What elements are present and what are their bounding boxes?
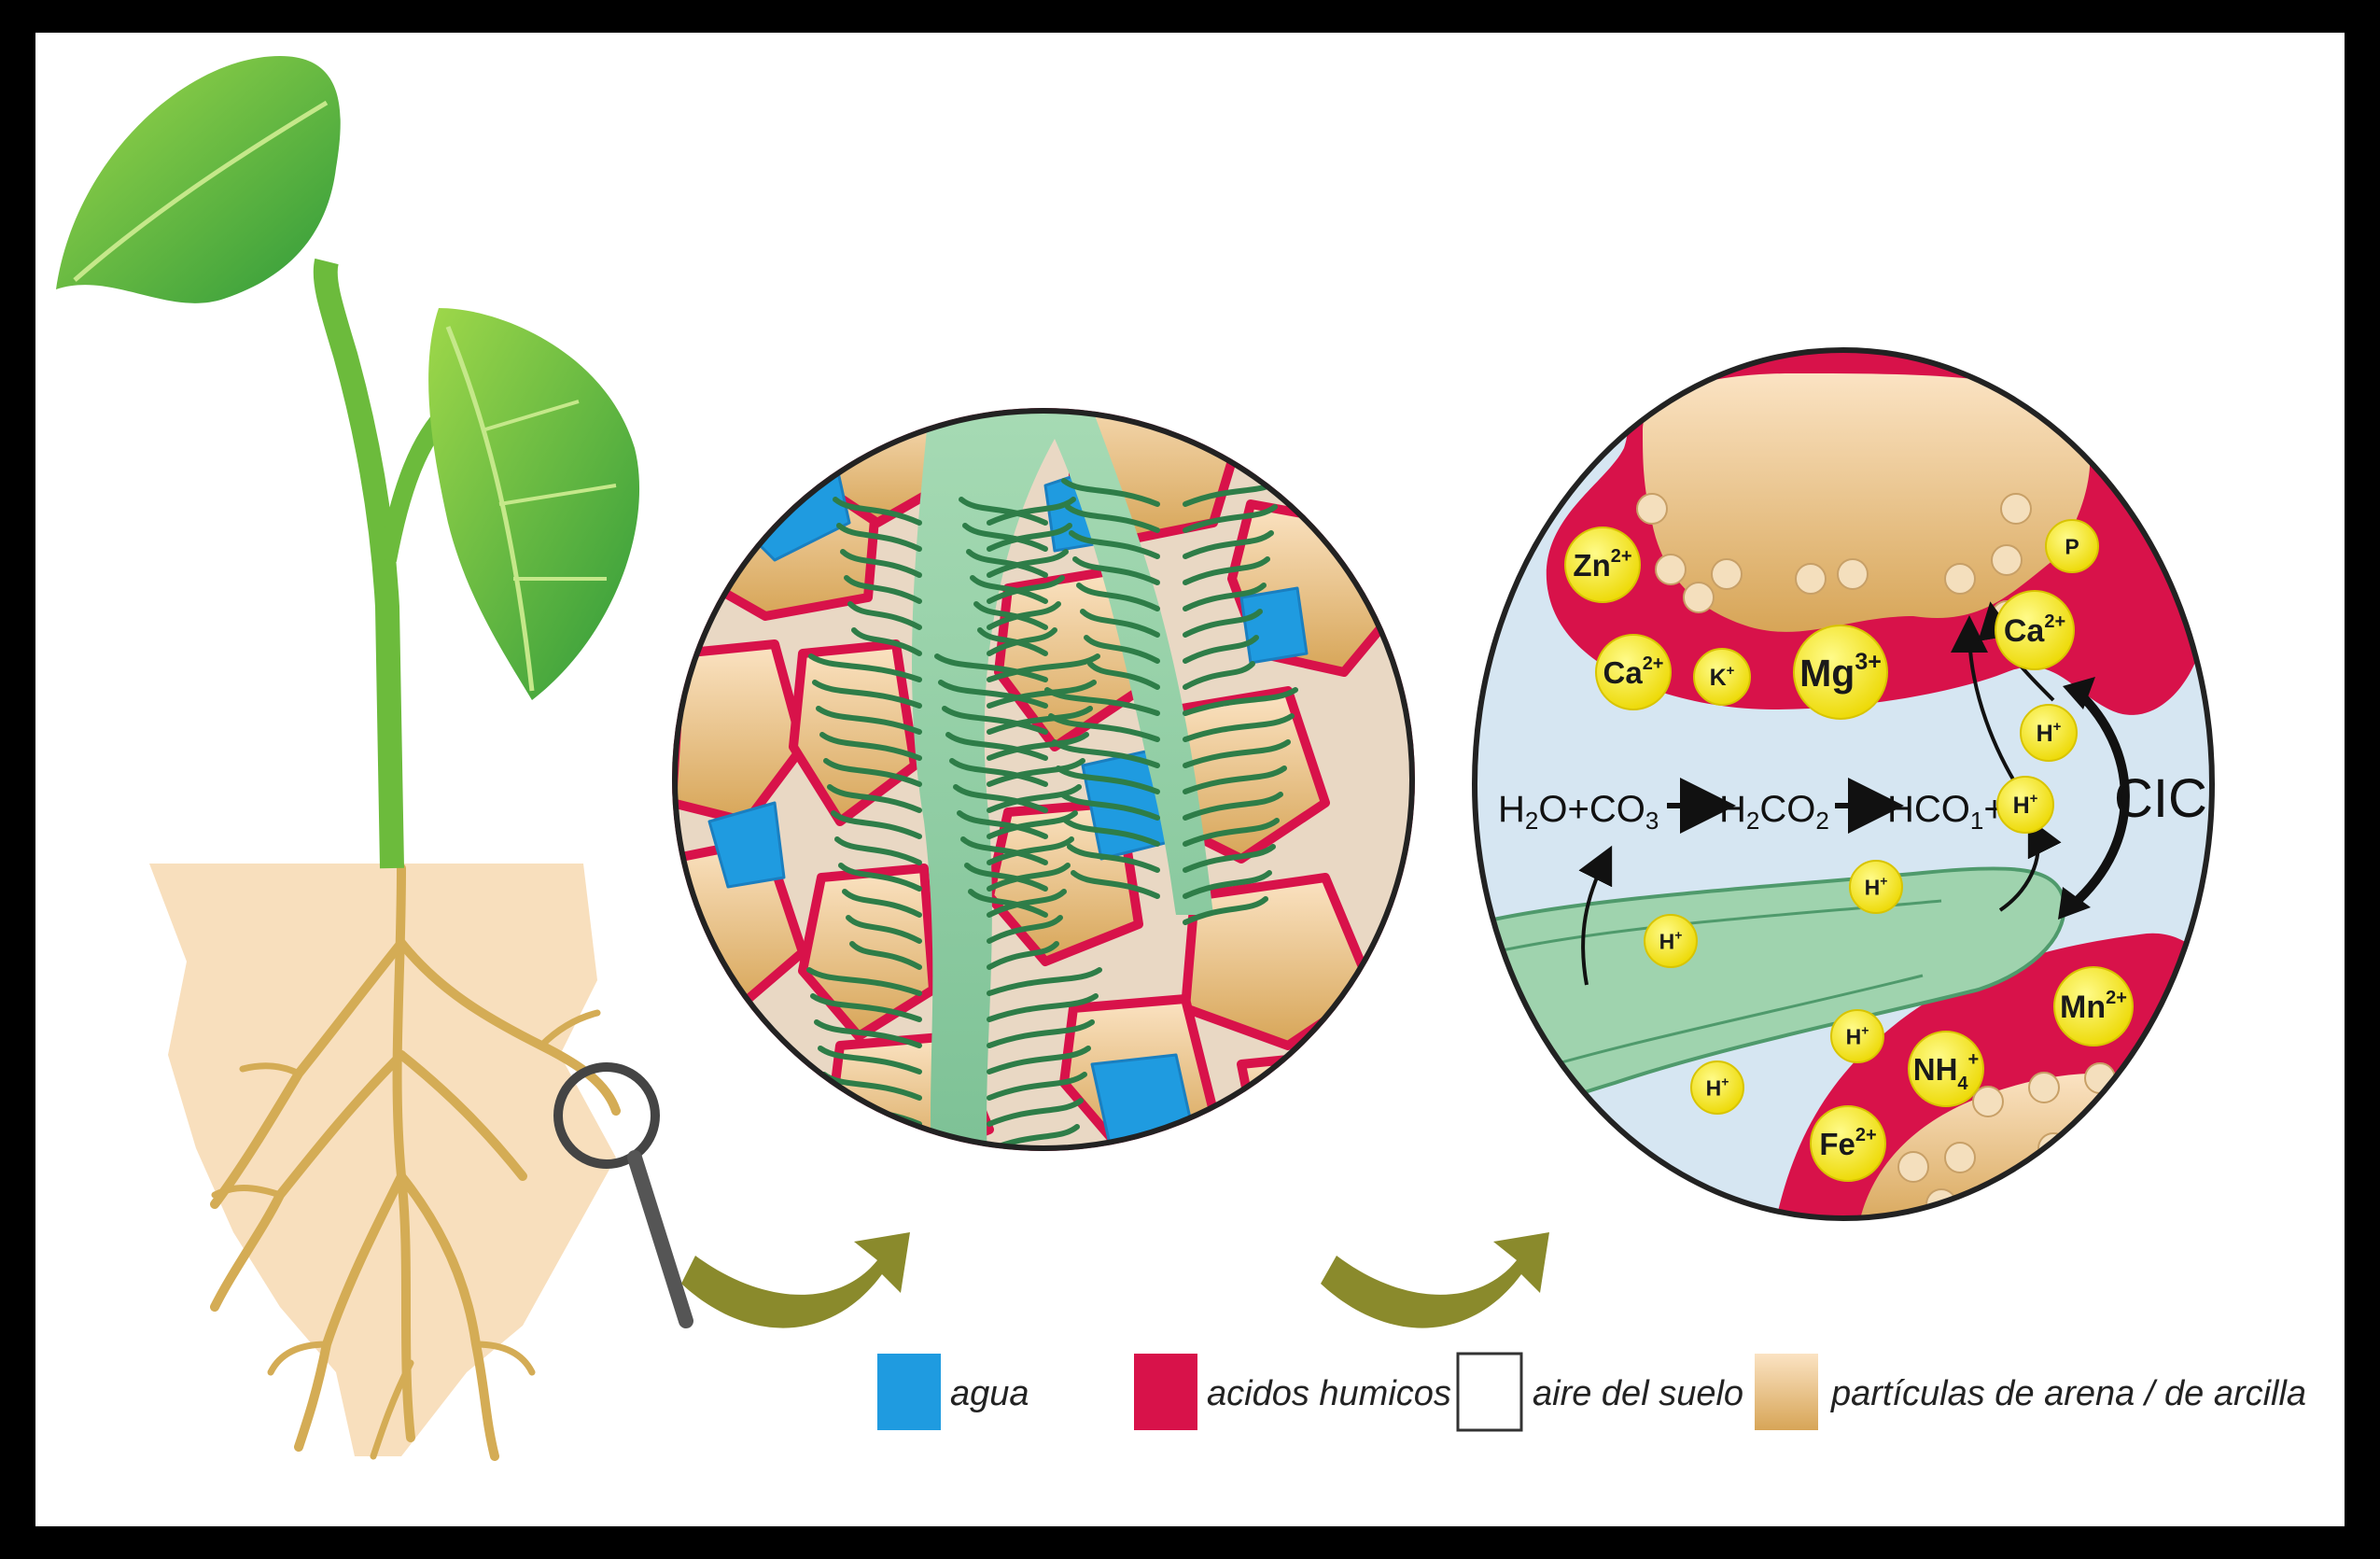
negative-charge-dot <box>1945 564 1975 594</box>
ion-nh4: NH4+ <box>1909 1032 1983 1106</box>
ion-h-root3: H+ <box>1831 1010 1883 1062</box>
ion-p: P <box>2046 520 2098 572</box>
legend-swatch-water <box>877 1354 941 1430</box>
negative-charge-dot <box>1796 564 1826 594</box>
negative-charge-dot <box>1838 559 1868 589</box>
equation-part-3: HCO1+ <box>1887 789 2006 835</box>
ion-h-upper: H+ <box>2021 705 2077 761</box>
legend-label-particles: partículas de arena / de arcilla <box>1830 1374 2306 1413</box>
ion-h-root2: H+ <box>1850 861 1902 913</box>
ion-h-root4: H+ <box>1691 1061 1743 1114</box>
ion-ca-left: Ca2+ <box>1596 635 1671 709</box>
water-pocket <box>1241 588 1307 663</box>
negative-charge-dot <box>1973 1087 2003 1117</box>
legend-swatch-humic <box>1134 1354 1197 1430</box>
equation-part-2: H2CO2 <box>1719 789 1829 835</box>
legend-label-water: agua <box>950 1374 1029 1413</box>
legend-swatch-air <box>1458 1354 1521 1430</box>
ion-fe: Fe2+ <box>1811 1106 1885 1181</box>
ion-k: K+ <box>1694 649 1750 705</box>
svg-text:P: P <box>2065 534 2079 558</box>
negative-charge-dot <box>1898 1152 1928 1182</box>
negative-charge-dot <box>1712 559 1742 589</box>
negative-charge-dot <box>1656 555 1686 584</box>
negative-charge-dot <box>1637 494 1667 524</box>
negative-charge-dot <box>1992 545 2022 575</box>
ion-h-root1: H+ <box>1645 915 1697 967</box>
negative-charge-dot <box>1684 583 1714 612</box>
ion-zn: Zn2+ <box>1565 527 1640 602</box>
negative-charge-dot <box>1945 1143 1975 1173</box>
legend-label-air: aire del suelo <box>1533 1374 1743 1413</box>
legend-label-humic: acidos humicos <box>1207 1374 1451 1413</box>
ion-ca-right: Ca2+ <box>1995 591 2074 669</box>
equation-part-1: H2O+CO3 <box>1498 789 1659 835</box>
ion-mg: Mg3+ <box>1794 625 1887 719</box>
ion-h-eq: H+ <box>1997 777 2053 833</box>
cic-label: CIC <box>2114 768 2207 829</box>
legend-swatch-particles <box>1755 1354 1818 1430</box>
negative-charge-dot <box>2001 494 2031 524</box>
ion-mn: Mn2+ <box>2054 967 2133 1046</box>
negative-charge-dot <box>2029 1073 2059 1103</box>
